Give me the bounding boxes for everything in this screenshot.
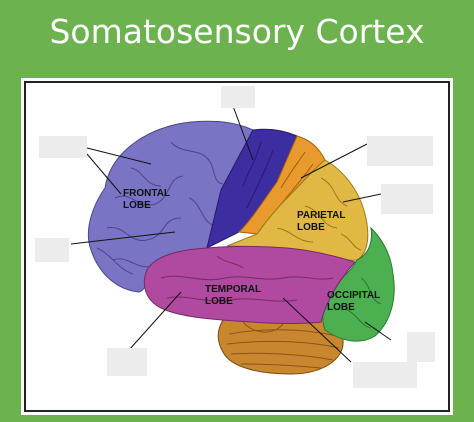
brain-diagram-frame: FRONTAL LOBE PARIETAL LOBE TEMPORAL LOBE…: [21, 78, 453, 415]
label-line-5: [70, 231, 176, 245]
label-line-3: [300, 143, 368, 179]
label-line-4: [342, 193, 382, 203]
label-line-6: [86, 153, 122, 195]
answer-box-2: [221, 86, 255, 108]
label-line-9: [282, 297, 352, 363]
label-line-8: [364, 321, 392, 341]
brain-diagram: FRONTAL LOBE PARIETAL LOBE TEMPORAL LOBE…: [24, 81, 450, 412]
answer-box-3: [367, 136, 433, 166]
answer-boxes: [35, 86, 435, 388]
occipital-lobe-label-line-1: OCCIPITAL: [327, 290, 380, 301]
parietal-lobe-label-line-2: LOBE: [297, 222, 325, 233]
label-line-7: [128, 291, 182, 351]
answer-box-1: [39, 136, 87, 158]
occipital-lobe-label-line-2: LOBE: [327, 302, 355, 313]
frontal-lobe-label-line-2: LOBE: [123, 200, 151, 211]
label-lines: [70, 105, 392, 363]
temporal-lobe-label-line-1: TEMPORAL: [205, 284, 261, 295]
occipital-lobe: [322, 226, 395, 342]
temporal-lobe: [143, 246, 356, 324]
label-line-1: [86, 147, 152, 165]
label-line-2: [232, 105, 254, 161]
page-title: Somatosensory Cortex: [49, 12, 425, 51]
answer-box-5: [35, 238, 69, 262]
temporal-lobe-label-line-2: LOBE: [205, 296, 233, 307]
answer-box-6: [107, 348, 147, 376]
answer-box-4: [381, 184, 433, 214]
frontal-lobe-label-line-1: FRONTAL: [123, 188, 170, 199]
parietal-lobe-label-line-1: PARIETAL: [297, 210, 346, 221]
answer-box-7: [407, 332, 435, 362]
answer-box-8: [353, 362, 417, 388]
